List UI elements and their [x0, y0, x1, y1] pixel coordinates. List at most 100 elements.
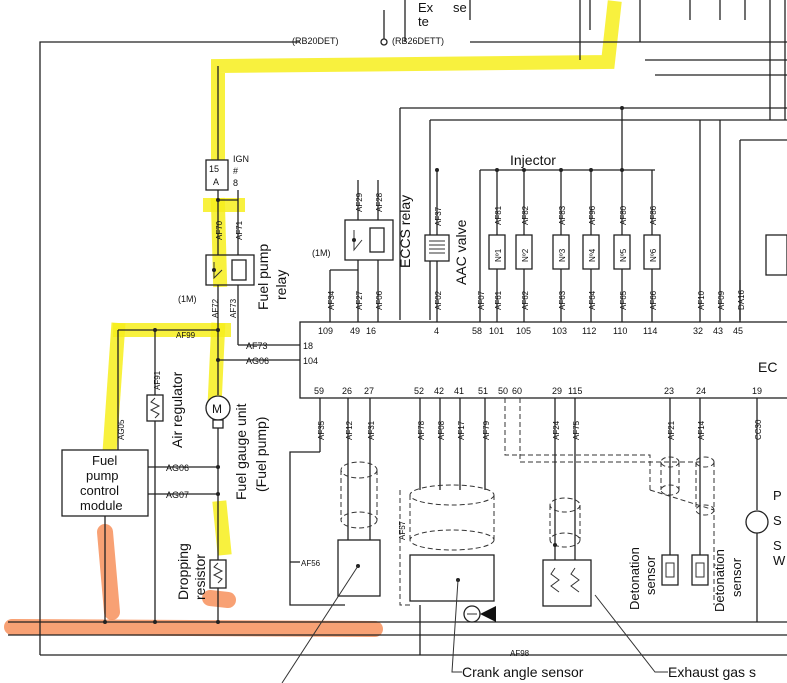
- wire-af31: AF31: [367, 420, 376, 440]
- eccs-relay-label: ECCS relay: [397, 195, 413, 268]
- wire-af08: AF08: [437, 420, 446, 440]
- wire-af17: AF17: [457, 420, 466, 440]
- wire-cc30: CC30: [754, 419, 763, 440]
- motor-label: M: [212, 402, 222, 416]
- wire-da16: DA16: [737, 289, 746, 310]
- fpcm-label-4: module: [80, 498, 123, 513]
- fuel-gauge-label: Fuel gauge unit: [233, 403, 249, 500]
- ecu-top-pins: 109 49 16 4 58 101 105 103 112 110 114 3…: [318, 326, 743, 336]
- exhaust-gas-sensor: [542, 559, 592, 607]
- dropping-label: Dropping: [175, 543, 191, 600]
- injector-tag-3: Nº3: [558, 248, 567, 262]
- wire-af91: AF91: [153, 370, 162, 390]
- wire-af98: AF98: [510, 649, 530, 658]
- pin-104: 104: [303, 356, 318, 366]
- fpcm-label-3: control: [80, 483, 119, 498]
- fuse-unit: A: [213, 177, 219, 187]
- pin-43: 43: [713, 326, 723, 336]
- wire-af10: AF10: [697, 290, 706, 310]
- wire-af86: AF86: [649, 205, 658, 225]
- air-regulator-label: Air regulator: [169, 371, 185, 448]
- pin-103: 103: [552, 326, 567, 336]
- wire-af28: AF28: [375, 192, 384, 212]
- wire-af57: AF57: [398, 520, 407, 540]
- ecu-box: [299, 321, 787, 399]
- crank-angle-sensor: [409, 554, 495, 602]
- detonation-a-label: Detonation: [627, 547, 642, 610]
- right-label-2: S: [773, 513, 782, 528]
- wire-af29: AF29: [355, 192, 364, 212]
- pin-59: 59: [314, 386, 324, 396]
- pin-109: 109: [318, 326, 333, 336]
- wire-af12: AF12: [345, 420, 354, 440]
- pin-49: 49: [350, 326, 360, 336]
- eccs-relay: [344, 219, 394, 261]
- wire-af37: AF37: [434, 206, 443, 226]
- wire-af72: AF72: [211, 298, 220, 318]
- pin-114: 114: [643, 326, 657, 336]
- pin-18: 18: [303, 341, 313, 351]
- wire-af27: AF27: [355, 290, 364, 310]
- pin-16: 16: [366, 326, 376, 336]
- connector-1m-b: (1M): [312, 248, 331, 258]
- wire-af83: AF83: [558, 205, 567, 225]
- fuse-ign-label: IGN: [233, 154, 249, 164]
- wire-af82: AF82: [521, 205, 530, 225]
- fuse-rating: 15: [209, 164, 219, 174]
- wire-af35: AF35: [317, 420, 326, 440]
- wire-af21: AF21: [667, 420, 676, 440]
- fuel-pump-relay-label-2: relay: [273, 270, 289, 300]
- wire-af70: AF70: [215, 220, 224, 240]
- pin-23: 23: [664, 386, 674, 396]
- fpcm-label-1: Fuel: [92, 453, 117, 468]
- junction-node: [380, 38, 388, 46]
- pin-101: 101: [489, 326, 504, 336]
- pin-52: 52: [414, 386, 424, 396]
- injector-tag-4: Nº4: [588, 248, 597, 262]
- injector-tag-1: Nº1: [494, 248, 503, 262]
- pin-29: 29: [552, 386, 562, 396]
- wire-af71: AF71: [235, 220, 244, 240]
- connector-1m-a: (1M): [178, 294, 197, 304]
- wire-ag06a: AG06: [246, 356, 269, 366]
- orange-highlight: [4, 524, 383, 637]
- wire-af73h: AF73: [246, 341, 268, 351]
- fuse-number: 8: [233, 178, 238, 188]
- pin-112: 112: [582, 326, 596, 336]
- top-text-te: te: [418, 14, 429, 29]
- right-label-3: S: [773, 538, 782, 553]
- wire-af62: AF62: [521, 290, 530, 310]
- frame-lines: [8, 0, 787, 656]
- aac-valve: [424, 234, 450, 262]
- ecu-label: EC: [758, 359, 777, 375]
- detonation-a-label-2: sensor: [643, 555, 658, 595]
- wire-af73v: AF73: [229, 298, 238, 318]
- detonation-sensor-a: [661, 554, 679, 586]
- top-text-se: se: [453, 0, 467, 15]
- pin-110: 110: [613, 326, 627, 336]
- wire-af06: AF06: [375, 290, 384, 310]
- pin-45: 45: [733, 326, 743, 336]
- injector-label: Injector: [510, 152, 556, 168]
- wire-af80: AF80: [619, 205, 628, 225]
- wire-af99: AF99: [176, 331, 196, 340]
- resistor-label: resistor: [192, 554, 208, 600]
- aac-valve-label: AAC valve: [453, 219, 469, 285]
- wire-af34: AF34: [327, 290, 336, 310]
- pin-41: 41: [454, 386, 464, 396]
- injector-group: [488, 106, 661, 322]
- wire-af56: AF56: [301, 559, 321, 568]
- wire-af63: AF63: [558, 290, 567, 310]
- crank-angle-label: Crank angle sensor: [462, 664, 584, 680]
- fpcm-label-2: pump: [86, 468, 119, 483]
- pin-24: 24: [696, 386, 706, 396]
- pin-50: 50: [498, 386, 508, 396]
- engine-label-rb20det: (RB20DET): [292, 36, 339, 46]
- pin-115: 115: [568, 386, 582, 396]
- wire-af09: AF09: [717, 290, 726, 310]
- wire-af24: AF24: [552, 420, 561, 440]
- exhaust-gas-label: Exhaust gas s: [668, 664, 756, 680]
- wire-ag07: AG07: [166, 490, 189, 500]
- wire-af61: AF61: [494, 290, 503, 310]
- pin-51: 51: [478, 386, 488, 396]
